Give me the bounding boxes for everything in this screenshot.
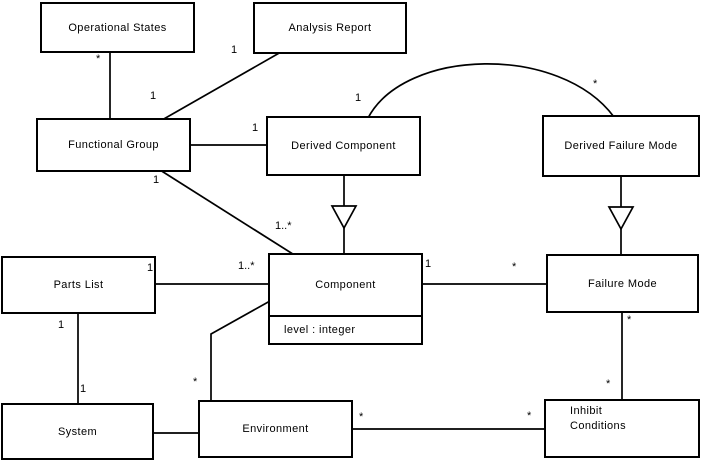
multiplicity-inhibit-end-of-environment: *	[527, 410, 532, 422]
multiplicity-parts-list-end-of-component: 1	[147, 262, 154, 274]
class-label: Component	[315, 279, 376, 291]
multiplicity-derived-component-end-of-functional-group: 1	[252, 122, 259, 134]
class-label: Parts List	[53, 279, 104, 291]
generalization-arrow-failure-mode	[607, 206, 635, 231]
multiplicity-environment-end-of-inhibit: *	[359, 411, 364, 423]
multiplicity-functional-group-end-of-analysis-report: 1	[150, 90, 157, 102]
multiplicity-operational-states-end: *	[96, 53, 101, 65]
class-name-compartment: Component	[270, 255, 421, 317]
multiplicity-failure-mode-end-of-component: *	[512, 261, 517, 273]
class-label: Derived Failure Mode	[564, 140, 678, 152]
class-label-line: Inhibit	[570, 405, 603, 417]
multiplicity-component-end-of-parts-list: 1..*	[238, 260, 255, 272]
multiplicity-derived-component-end-of-arc: 1	[355, 92, 362, 104]
multiplicity-analysis-report-end: 1	[231, 44, 238, 56]
class-derived-failure-mode[interactable]: Derived Failure Mode	[542, 115, 700, 177]
class-label: Environment	[242, 423, 309, 435]
class-label: Derived Component	[291, 140, 396, 152]
edge-analysis-report-functional-group	[161, 51, 282, 121]
class-failure-mode[interactable]: Failure Mode	[546, 254, 699, 313]
class-parts-list[interactable]: Parts List	[1, 256, 156, 314]
class-label: Analysis Report	[288, 22, 372, 34]
multiplicity-component-end-of-functional-group: 1..*	[275, 220, 292, 232]
multiplicity-component-end-of-failure-mode: 1	[425, 258, 432, 270]
class-system[interactable]: System	[1, 403, 154, 460]
multiplicity-inhibit-end-of-failure-mode: *	[606, 378, 611, 390]
edge-functional-group-component	[159, 169, 297, 257]
generalization-arrow-component	[330, 205, 358, 230]
multiplicity-derived-failure-mode-end-of-arc: *	[593, 78, 598, 90]
class-attribute-compartment: level : integer	[270, 317, 421, 343]
multiplicity-failure-mode-end-of-inhibit: *	[627, 314, 632, 326]
multiplicity-functional-group-end-of-component: 1	[153, 174, 160, 186]
class-component[interactable]: Component level : integer	[268, 253, 423, 345]
class-label: Operational States	[68, 21, 167, 34]
class-label: Functional Group	[68, 139, 159, 151]
multiplicity-parts-list-end-of-system: 1	[58, 319, 65, 331]
class-environment[interactable]: Environment	[198, 400, 353, 458]
class-label-line: Conditions	[570, 420, 626, 432]
class-functional-group[interactable]: Functional Group	[36, 118, 191, 172]
class-derived-component[interactable]: Derived Component	[266, 116, 421, 176]
class-label: System	[57, 425, 98, 438]
class-analysis-report[interactable]: Analysis Report	[253, 2, 407, 54]
multiplicity-system-end-of-parts-list: 1	[80, 383, 87, 395]
multiplicity-environment-end-of-component: *	[193, 376, 198, 388]
class-operational-states[interactable]: Operational States	[40, 2, 195, 53]
edge-derived-component-derived-failure-mode	[367, 63, 615, 119]
class-attribute: level : integer	[284, 324, 356, 336]
edge-environment-component	[210, 300, 271, 402]
class-label: Failure Mode	[588, 277, 657, 290]
class-inhibit-conditions[interactable]: Inhibit Conditions	[544, 399, 700, 458]
